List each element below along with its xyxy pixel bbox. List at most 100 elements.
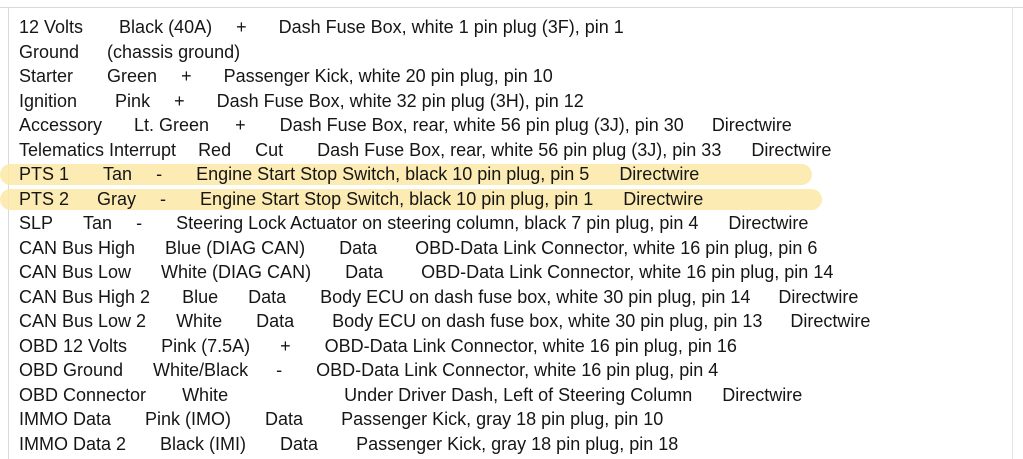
list-item: Accessory Lt. Green + Dash Fuse Box, rear, … [19,113,1009,138]
wire-color: Pink (IMO) [145,409,232,429]
list-item: CAN Bus High Blue (DIAG CAN) Data OBD-Data … [19,236,1009,261]
wire-polarity: Data [339,237,378,258]
wire-function: OBD Ground [19,360,124,380]
wire-function: CAN Bus High 2 [19,286,151,307]
wire-location: Passenger Kick, white 20 pin plug, pin 1… [223,66,553,86]
wire-polarity: - [160,188,167,209]
wire-location: Body ECU on dash fuse box, white 30 pin … [332,311,763,331]
wire-polarity: + [174,90,185,111]
wire-note: Directwire [619,164,700,184]
list-item: PTS 2 Gray - Engine Start Stop Switch, blac… [0,187,1009,212]
wire-note: Directwire [722,384,803,405]
wire-function: Telematics Interrupt [19,139,177,160]
left-border [8,7,9,459]
wire-function: IMMO Data [19,409,112,429]
wire-function: OBD 12 Volts [19,335,128,356]
wire-function: 12 Volts [19,17,84,37]
right-border [1012,7,1013,459]
list-item: 12 Volts Black (40A) + Dash Fuse Box, white… [19,15,1009,40]
wire-polarity: - [136,213,143,233]
list-item: OBD 12 Volts Pink (7.5A) + OBD-Data Link Co… [19,334,1009,359]
list-item: Starter Green + Passenger Kick, white 20 pi… [19,64,1009,89]
top-border [0,7,1023,8]
wire-location: Body ECU on dash fuse box, white 30 pin … [320,286,751,307]
wire-color: Pink [115,90,151,111]
wire-note: Directwire [790,311,871,331]
wire-color: Black (40A) [119,17,213,37]
wire-location: Under Driver Dash, Left of Steering Colu… [344,384,693,405]
wire-color: Black (IMI) [160,433,247,454]
wire-polarity: Data [248,286,287,307]
list-item: PTS 1 Tan - Engine Start Stop Switch, black… [0,162,1009,187]
wire-function: Accessory [19,115,103,135]
wire-polarity: - [156,164,163,184]
list-item: Telematics Interrupt Red Cut Dash Fuse Box,… [19,138,1009,163]
wire-note: Directwire [778,286,859,307]
wire-function: Ignition [19,90,78,111]
wire-location: OBD-Data Link Connector, white 16 pin pl… [415,237,818,258]
wire-note: Directwire [751,139,832,160]
wire-location: Dash Fuse Box, rear, white 56 pin plug (… [279,115,684,135]
wire-color: Green [107,66,158,86]
wire-polarity: + [181,66,192,86]
wire-polarity: Data [256,311,295,331]
wire-color: Lt. Green [134,115,210,135]
wire-function: SLP [19,213,54,233]
wire-note: Directwire [623,188,704,209]
wire-polarity: + [235,115,246,135]
wire-color: White/Black [153,360,249,380]
highlighter-mark [0,164,812,185]
list-item: CAN Bus Low 2 White Data Body ECU on dash f… [19,309,1009,334]
wiring-list: 12 Volts Black (40A) + Dash Fuse Box, white… [0,15,1009,457]
list-item: SLP Tan - Steering Lock Actuator on steerin… [19,211,1009,236]
wire-function: PTS 2 [19,188,70,209]
wire-location: Dash Fuse Box, white 1 pin plug (3F), pi… [278,17,624,37]
wire-polarity: Data [265,409,304,429]
wire-function: Ground [19,41,80,62]
wire-function: IMMO Data 2 [19,433,127,454]
wire-location: OBD-Data Link Connector, white 16 pin pl… [316,360,719,380]
wire-function: Starter [19,66,74,86]
wire-function: CAN Bus Low [19,262,132,282]
wire-color: Gray [97,188,137,209]
list-item: OBD Ground White/Black - OBD-Data Link Conn… [19,358,1009,383]
list-item: CAN Bus Low White (DIAG CAN) Data OBD-Data … [19,260,1009,285]
wire-polarity: + [236,17,247,37]
wire-function: OBD Connector [19,384,147,405]
wire-color: (chassis ground) [107,41,241,62]
wire-function: CAN Bus Low 2 [19,311,147,331]
highlighter-mark [0,188,822,210]
wire-polarity: Data [345,262,384,282]
wire-polarity: - [276,360,283,380]
wire-polarity: + [280,335,291,356]
wire-location: Steering Lock Actuator on steering colum… [176,213,699,233]
wire-color: White [176,311,223,331]
wire-color: Blue [182,286,219,307]
list-item: OBD Connector White Under Driver Dash, Lef… [19,383,1009,408]
wire-location: Dash Fuse Box, rear, white 56 pin plug (… [317,139,722,160]
list-item: Ground (chassis ground) [19,40,1009,65]
list-item: CAN Bus High 2 Blue Data Body ECU on dash f… [19,285,1009,310]
wire-color: Tan [83,213,113,233]
wire-color: Pink (7.5A) [161,335,251,356]
wire-location: OBD-Data Link Connector, white 16 pin pl… [324,335,737,356]
wire-polarity: Cut [255,139,284,160]
wire-function: PTS 1 [19,164,70,184]
wire-location: OBD-Data Link Connector, white 16 pin pl… [421,262,834,282]
list-item: Ignition Pink + Dash Fuse Box, white 32 pin… [19,89,1009,114]
wire-color: Blue (DIAG CAN) [165,237,306,258]
wire-location: Engine Start Stop Switch, black 10 pin p… [196,164,590,184]
wire-color: White (DIAG CAN) [161,262,312,282]
wire-color: Tan [103,164,133,184]
wire-location: Dash Fuse Box, white 32 pin plug (3H), p… [216,90,584,111]
wire-color: Red [198,139,232,160]
wire-location: Passenger Kick, gray 18 pin plug, pin 10 [341,409,664,429]
list-item: IMMO Data Pink (IMO) Data Passenger Kick, g… [19,407,1009,432]
wire-function: CAN Bus High [19,237,136,258]
wire-note: Directwire [711,115,792,135]
wire-location: Engine Start Stop Switch, black 10 pin p… [200,188,594,209]
wire-polarity: Data [280,433,319,454]
wire-color: White [182,384,229,405]
